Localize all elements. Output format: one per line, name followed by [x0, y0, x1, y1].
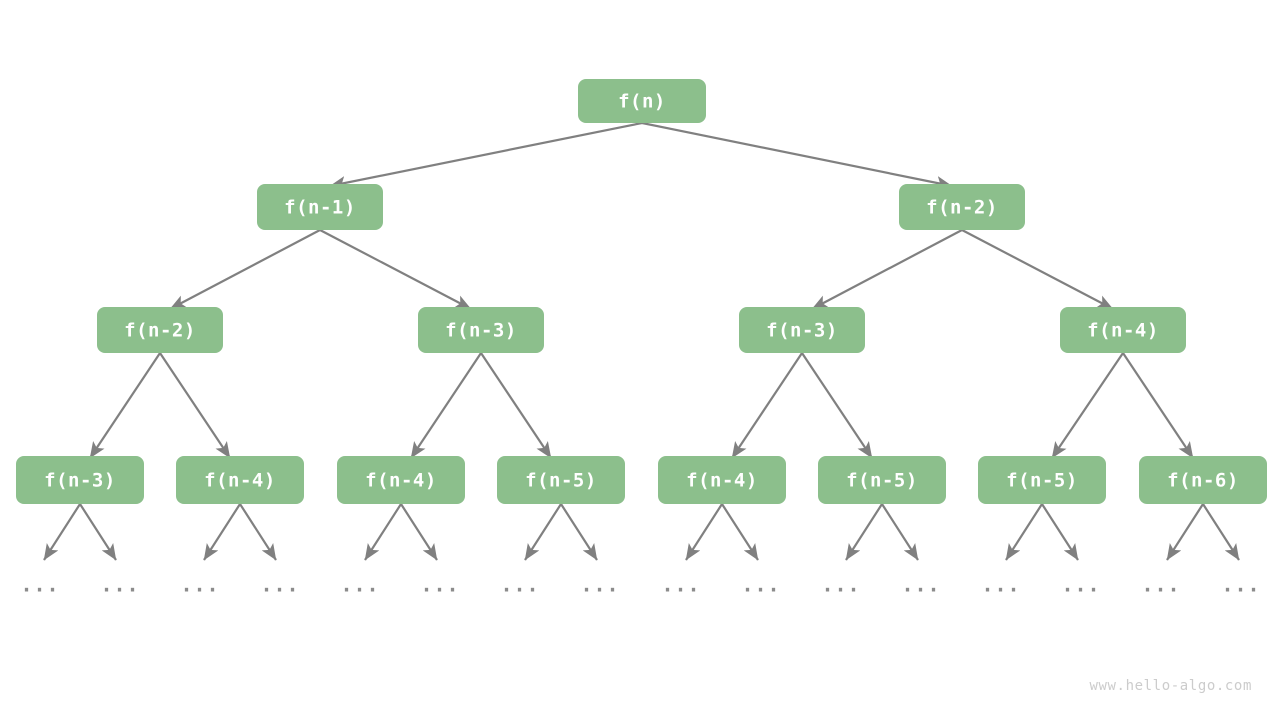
tree-edge — [641, 121, 953, 190]
node-label: f(n-4) — [1087, 320, 1159, 342]
node-label: f(n-4) — [204, 470, 276, 492]
tree-edge — [203, 503, 241, 561]
ellipsis-marker: ... — [901, 573, 940, 597]
ellipsis-marker: ... — [260, 573, 299, 597]
tree-node[interactable]: f(n-4) — [176, 456, 304, 504]
tree-edge — [881, 503, 919, 561]
tree-edge — [319, 229, 472, 310]
tree-node[interactable]: f(n-2) — [899, 184, 1025, 230]
tree-node[interactable]: f(n-4) — [337, 456, 465, 504]
node-box — [818, 456, 946, 504]
nodes-layer: f(n) f(n-1) f(n-2) f(n-2) f(n-3) f(n-3) f(n-4)… — [16, 79, 1267, 504]
tree-edge — [685, 503, 723, 561]
node-label: f(n-2) — [124, 320, 196, 342]
node-box — [257, 184, 383, 230]
node-label: f(n-2) — [926, 197, 998, 219]
tree-edge — [1202, 503, 1240, 561]
tree-edge — [79, 503, 117, 561]
tree-node[interactable]: f(n) — [578, 79, 706, 123]
node-label: f(n-5) — [525, 470, 597, 492]
tree-node[interactable]: f(n-3) — [418, 307, 544, 353]
tree-edge — [1122, 352, 1194, 459]
ellipsis-marker: ... — [661, 573, 700, 597]
tree-edge — [1005, 503, 1043, 561]
node-box — [418, 307, 544, 353]
node-box — [16, 456, 144, 504]
tree-edge — [43, 503, 81, 561]
tree-edge — [721, 503, 759, 561]
node-box — [1139, 456, 1267, 504]
tree-edge — [239, 503, 277, 561]
tree-node[interactable]: f(n-5) — [497, 456, 625, 504]
node-label: f(n-4) — [365, 470, 437, 492]
node-label: f(n-1) — [284, 197, 356, 219]
ellipsis-marker: ... — [1221, 573, 1260, 597]
ellipsis-marker: ... — [821, 573, 860, 597]
tree-edge — [560, 503, 598, 561]
node-box — [899, 184, 1025, 230]
watermark: www.hello-algo.com — [1089, 678, 1252, 694]
tree-edge — [1051, 352, 1124, 459]
node-box — [658, 456, 786, 504]
tree-edge — [400, 503, 438, 561]
tree-node[interactable]: f(n-5) — [818, 456, 946, 504]
tree-edge — [801, 352, 873, 459]
tree-node[interactable]: f(n-3) — [739, 307, 865, 353]
tree-edge — [1166, 503, 1204, 561]
ellipsis-marker: ... — [420, 573, 459, 597]
tree-edge — [410, 352, 482, 459]
node-label: f(n-5) — [846, 470, 918, 492]
node-box — [739, 307, 865, 353]
ellipsis-marker: ... — [20, 573, 59, 597]
tree-edge — [845, 503, 883, 561]
node-label: f(n-3) — [445, 320, 517, 342]
ellipsis-marker: ... — [1141, 573, 1180, 597]
node-label: f(n) — [618, 91, 666, 113]
node-label: f(n-3) — [44, 470, 116, 492]
tree-node[interactable]: f(n-5) — [978, 456, 1106, 504]
ellipsis-marker: ... — [580, 573, 619, 597]
ellipsis-layer: ........................................… — [20, 573, 1260, 597]
tree-node[interactable]: f(n-3) — [16, 456, 144, 504]
node-label: f(n-4) — [686, 470, 758, 492]
ellipsis-marker: ... — [741, 573, 780, 597]
tree-edge — [364, 503, 402, 561]
node-label: f(n-5) — [1006, 470, 1078, 492]
ellipsis-marker: ... — [500, 573, 539, 597]
tree-edge — [169, 229, 321, 310]
node-box — [578, 79, 706, 123]
node-label: f(n-6) — [1167, 470, 1239, 492]
ellipsis-marker: ... — [180, 573, 219, 597]
node-label: f(n-3) — [766, 320, 838, 342]
node-box — [337, 456, 465, 504]
node-box — [97, 307, 223, 353]
edges-layer — [43, 121, 1240, 561]
node-box — [176, 456, 304, 504]
tree-node[interactable]: f(n-6) — [1139, 456, 1267, 504]
tree-edge — [480, 352, 552, 459]
ellipsis-marker: ... — [1061, 573, 1100, 597]
tree-node[interactable]: f(n-4) — [1060, 307, 1186, 353]
ellipsis-marker: ... — [981, 573, 1020, 597]
tree-edge — [89, 352, 161, 459]
ellipsis-marker: ... — [340, 573, 379, 597]
tree-edge — [329, 121, 643, 190]
tree-edge — [1041, 503, 1079, 561]
node-box — [497, 456, 625, 504]
node-box — [978, 456, 1106, 504]
tree-node[interactable]: f(n-1) — [257, 184, 383, 230]
tree-edge — [811, 229, 963, 310]
tree-edge — [159, 352, 231, 459]
tree-node[interactable]: f(n-4) — [658, 456, 786, 504]
ellipsis-marker: ... — [100, 573, 139, 597]
node-box — [1060, 307, 1186, 353]
tree-node[interactable]: f(n-2) — [97, 307, 223, 353]
tree-edge — [731, 352, 803, 459]
tree-edge — [961, 229, 1114, 310]
tree-edge — [524, 503, 562, 561]
